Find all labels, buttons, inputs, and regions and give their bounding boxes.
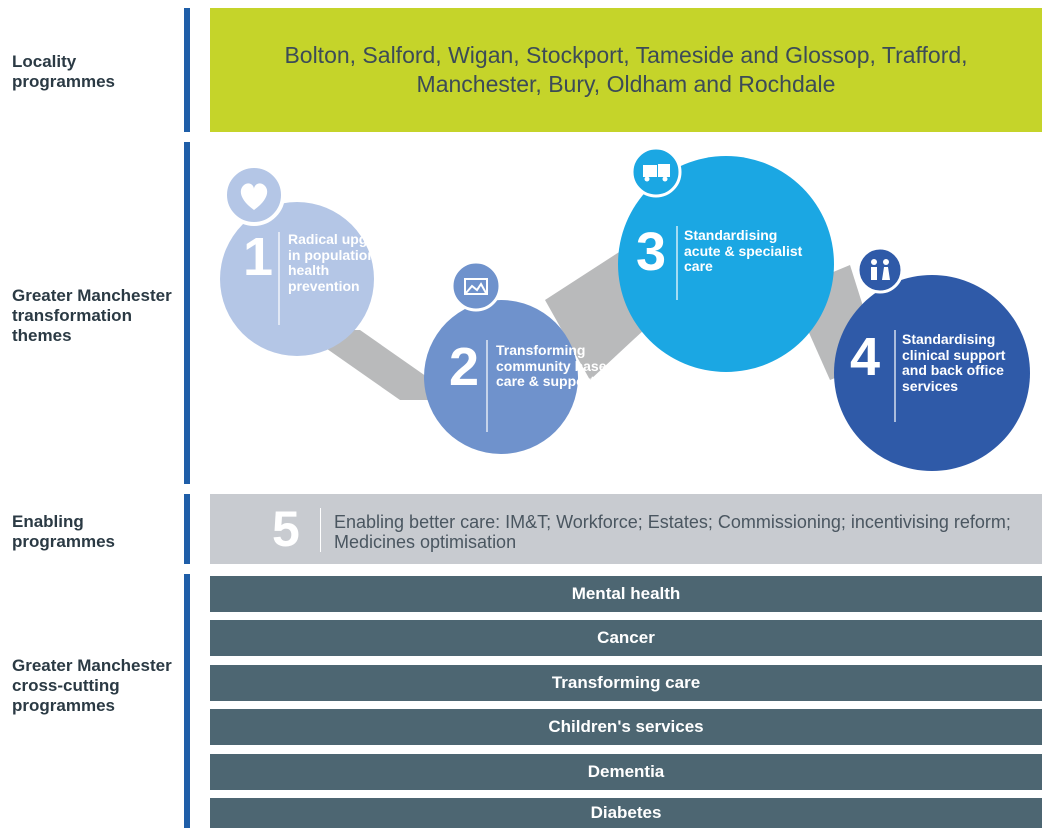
theme-4-number: 4 bbox=[850, 327, 881, 387]
themes-accent-bar bbox=[184, 142, 190, 484]
locality-programmes-label: Locality programmes bbox=[12, 52, 115, 91]
people-icon bbox=[856, 246, 904, 294]
enabling-programmes-label: Enabling programmes bbox=[12, 512, 115, 551]
theme-2-circle bbox=[424, 300, 578, 454]
locality-accent-bar bbox=[184, 8, 190, 132]
theme-4-circle bbox=[834, 275, 1030, 471]
theme-3-text: Standardising acute & specialist care bbox=[684, 227, 803, 274]
theme-3-number: 3 bbox=[636, 222, 667, 282]
enabling-text: Enabling better care: IM&T; Workforce; E… bbox=[334, 512, 1011, 552]
ambulance-icon bbox=[630, 146, 682, 198]
enabling-number: 5 bbox=[272, 501, 300, 557]
connector-1-2 bbox=[300, 330, 460, 400]
crosscutting-bar-mental-health: Mental health bbox=[210, 576, 1042, 612]
theme-1-number: 1 bbox=[243, 227, 274, 287]
crosscutting-programmes-label: Greater Manchester cross-cutting program… bbox=[12, 656, 172, 715]
transformation-themes-label: Greater Manchester transformation themes bbox=[12, 286, 172, 345]
theme-1-text: Radical upgrade in population health pre… bbox=[288, 231, 397, 294]
theme-1-circle bbox=[220, 202, 374, 356]
locality-programmes-box: Bolton, Salford, Wigan, Stockport, Tames… bbox=[210, 8, 1042, 132]
enabling-programmes-box bbox=[210, 494, 1042, 564]
crosscutting-bar-diabetes: Diabetes bbox=[210, 798, 1042, 828]
crosscutting-accent-bar bbox=[184, 574, 190, 828]
picture-icon bbox=[450, 260, 502, 312]
theme-2-text: Transforming community based care & supp… bbox=[496, 342, 616, 389]
crosscutting-bar-transforming-care: Transforming care bbox=[210, 665, 1042, 701]
crosscutting-bar-dementia: Dementia bbox=[210, 754, 1042, 790]
crosscutting-bar-childrens-services: Children's services bbox=[210, 709, 1042, 745]
crosscutting-bar-cancer: Cancer bbox=[210, 620, 1042, 656]
theme-3-circle bbox=[618, 156, 834, 372]
enabling-separator bbox=[320, 508, 321, 552]
enabling-accent-bar bbox=[184, 494, 190, 564]
locality-list-text: Bolton, Salford, Wigan, Stockport, Tames… bbox=[284, 42, 968, 97]
theme-2-number: 2 bbox=[449, 337, 480, 397]
theme-4-text: Standardising clinical support and back … bbox=[902, 331, 1006, 394]
heart-icon bbox=[223, 164, 285, 226]
